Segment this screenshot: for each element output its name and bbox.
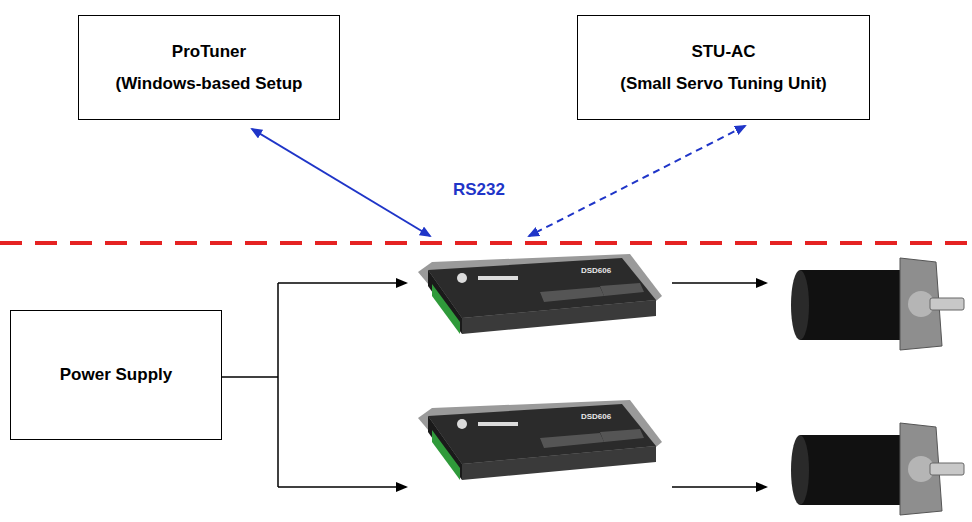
motor-shaft [930,298,964,310]
component-box: Power Supply [10,310,222,440]
logo-bar [478,422,518,426]
motor-wire [672,486,766,488]
motor-end [791,435,809,505]
power-wire [222,376,278,378]
motor-body [795,270,900,340]
box-title: ProTuner [172,36,246,68]
motor-end [791,270,809,340]
connector [540,433,604,448]
box-title: Power Supply [60,359,172,391]
model-label: DSD606 [581,266,611,275]
driver-side [428,416,462,480]
driver-front [462,300,656,334]
servo-driver [418,400,662,480]
boundary-line [0,241,972,245]
terminal-block [432,430,460,480]
servo-motor [791,258,964,350]
box-subtitle: (Windows-based Setup [116,68,303,100]
logo-mark [457,273,467,283]
connector [540,287,604,302]
component-box: STU-AC(Small Servo Tuning Unit) [577,15,870,120]
servo-driver [418,254,662,334]
power-wire [278,486,406,488]
rs232-link [252,129,430,236]
bus-label: RS232 [453,180,505,200]
driver-front [462,446,656,480]
motor-body [795,435,900,505]
power-wire [277,283,279,487]
model-label: DSD606 [581,412,611,421]
motor-wire [672,282,766,284]
terminal-block [432,284,460,334]
power-wire [278,282,406,284]
motor-shaft [930,463,964,475]
rs232-link-dashed [529,126,745,236]
connector [600,429,644,442]
logo-mark [457,419,467,429]
connector [600,283,644,296]
component-box: ProTuner(Windows-based Setup [78,15,340,120]
logo-bar [478,276,518,280]
driver-side [428,270,462,334]
servo-motor [791,423,964,515]
box-subtitle: (Small Servo Tuning Unit) [620,68,827,100]
box-title: STU-AC [691,36,755,68]
